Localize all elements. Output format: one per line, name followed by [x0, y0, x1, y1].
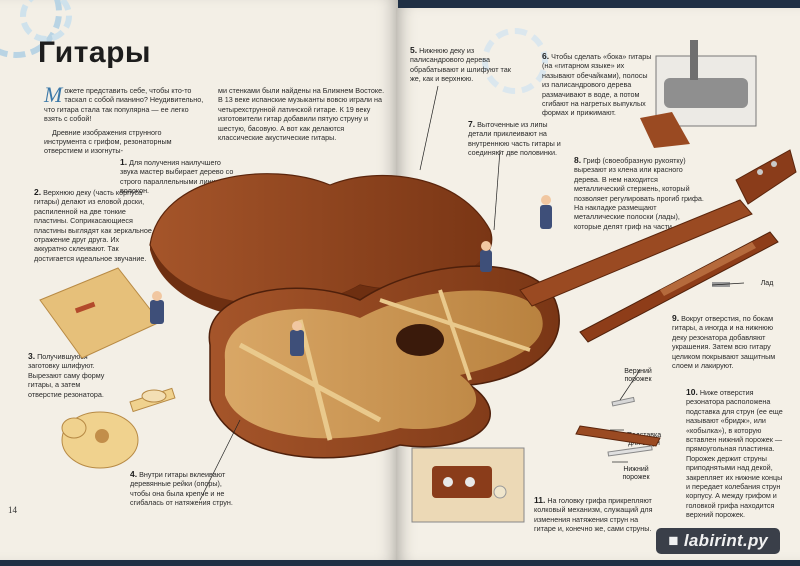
bending-press-illustration — [640, 40, 757, 148]
guitar-body-illustration — [208, 265, 560, 459]
label-lad: Лад — [760, 280, 774, 287]
step-2: 2. Верхнюю деку (часть корпуса гитары) д… — [34, 187, 152, 263]
step-number: 3. — [28, 351, 36, 361]
step-number: 5. — [410, 45, 418, 55]
tuner-head-illustration — [411, 447, 525, 523]
step-text: Ниже отверстия резонатора расположена по… — [686, 388, 783, 520]
step-number: 7. — [468, 119, 476, 129]
leader-lines — [199, 85, 745, 501]
step-number: 6. — [542, 51, 550, 61]
step-1: 1. Для получения наилучшего звука мастер… — [120, 157, 240, 196]
step-number: 4. — [130, 469, 138, 479]
step-11: 11. На головку грифа прикрепляют колковы… — [534, 495, 654, 534]
intro-para2: Древние изображения струнного инструмент… — [44, 127, 172, 156]
step-number: 8. — [574, 155, 582, 165]
step-9: 9. Вокруг отверстия, по бокам гитары, а … — [672, 313, 784, 371]
step-5: 5. Нижнюю деку из палисандрового дерева … — [410, 45, 514, 84]
page-number: 14 — [8, 505, 17, 515]
step-text: Нижнюю деку из палисандрового дерева обр… — [410, 46, 511, 84]
step-text: На головку грифа прикрепляют колковый ме… — [534, 496, 653, 534]
gear-decoration-icon — [20, 0, 72, 42]
step-text: Для получения наилучшего звука мастер вы… — [120, 158, 234, 196]
step-text: Выточенные из липы детали приклеивают на… — [468, 120, 561, 158]
guitar-neck-illustration — [519, 149, 797, 307]
step-text: Гриф (своеобразную рукоятку) вырезают из… — [574, 156, 704, 231]
step-3: 3. Получившуюся заготовку шлифуют. Вырез… — [28, 351, 116, 399]
step-number: 2. — [34, 187, 42, 197]
step-number: 10. — [686, 387, 698, 397]
step-number: 9. — [672, 313, 680, 323]
drop-cap: М — [44, 82, 63, 107]
worker-figures-illustration — [150, 195, 552, 356]
step-text: Верхнюю деку (часть корпуса гитары) дела… — [34, 188, 152, 263]
label-upper-nut: Верхний порожек — [624, 368, 652, 384]
gear-decoration-icon — [482, 28, 548, 94]
watermark-suffix: .ру — [742, 531, 768, 550]
guitar-top-outline-illustration — [61, 387, 176, 469]
step-text: Чтобы сделать «бока» гитары (на «гитарно… — [542, 52, 652, 118]
step-4: 4. Внутри гитары вклеивают деревянные ре… — [130, 469, 236, 508]
step-6: 6. Чтобы сделать «бока» гитары (на «гита… — [542, 51, 652, 118]
top-right-column: ми стенками были найдены на Ближнем Вост… — [218, 86, 385, 143]
watermark-logo: ■ labirint.ру — [656, 528, 780, 554]
step-7: 7. Выточенные из липы детали приклеивают… — [468, 119, 572, 158]
page-title: Гитары — [38, 36, 152, 69]
step-text: Внутри гитары вклеивают деревянные рейки… — [130, 470, 233, 508]
label-lower-nut: Нижний порожек — [622, 466, 650, 482]
wood-board-illustration — [39, 267, 161, 359]
nut-bridge-parts-illustration — [575, 396, 661, 457]
step-text: Получившуюся заготовку шлифуют. Вырезают… — [28, 352, 105, 399]
watermark-name: labirint — [683, 531, 743, 550]
step-number: 11. — [534, 495, 546, 505]
step-10: 10. Ниже отверстия резонатора расположен… — [686, 387, 786, 520]
fretboard-illustration — [579, 231, 779, 343]
intro-text: ожете представить себе, чтобы кто-то тас… — [44, 86, 204, 124]
watermark-prefix: ■ — [668, 531, 684, 550]
step-text: Вокруг отверстия, по бокам гитары, а ино… — [672, 314, 776, 371]
step-8: 8. Гриф (своеобразную рукоятку) вырезают… — [574, 155, 708, 231]
step-number: 1. — [120, 157, 128, 167]
